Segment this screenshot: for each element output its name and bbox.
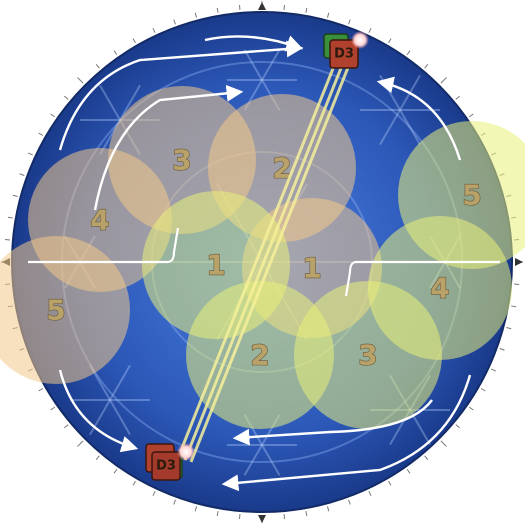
west-guide-line	[28, 227, 180, 264]
yellow-aoe-label: 1	[206, 249, 225, 282]
east-marker-icon	[515, 258, 523, 266]
tick-mark	[7, 216, 13, 219]
tick-mark	[480, 388, 486, 392]
tick-mark	[38, 132, 44, 136]
tick-mark	[113, 468, 118, 474]
sparkle-icon	[351, 31, 369, 49]
tick-mark	[216, 511, 219, 517]
tick-mark	[326, 12, 330, 18]
tick-mark	[455, 424, 460, 429]
marker-bottom: D3	[145, 443, 195, 481]
tick-mark	[455, 95, 460, 100]
tick-mark	[326, 506, 330, 512]
tick-mark	[152, 491, 156, 497]
marker-red-icon	[329, 39, 359, 69]
tick-mark	[113, 50, 118, 56]
tick-mark	[12, 194, 18, 198]
tick-mark	[348, 499, 351, 505]
orange-aoe-label: 3	[172, 144, 191, 177]
arrow-sw-icon	[58, 369, 139, 453]
tick-mark	[305, 7, 308, 13]
tick-mark	[173, 19, 176, 25]
yellow-aoe-circle	[186, 281, 334, 429]
tick-mark	[424, 455, 429, 460]
arrow-se-inner-icon	[232, 399, 433, 446]
tick-mark	[368, 491, 372, 497]
tethers	[176, 55, 353, 463]
tick-mark	[216, 7, 219, 13]
orange-aoe-label: 4	[90, 204, 109, 237]
tick-mark	[64, 95, 69, 100]
tick-mark	[38, 388, 44, 392]
yellow-aoe-label: 2	[250, 339, 269, 372]
arrow-ne-icon	[376, 76, 462, 161]
tick-mark	[424, 64, 429, 69]
south-marker-icon	[258, 515, 266, 523]
tick-mark	[440, 440, 447, 447]
yellow-aoe-circle	[398, 121, 525, 269]
north-marker-icon	[258, 2, 266, 10]
yellow-aoe-label: 5	[462, 179, 481, 212]
orange-aoe-circle	[0, 236, 130, 384]
tick-mark	[64, 424, 69, 429]
guide-lines	[28, 227, 500, 297]
tick-mark	[491, 368, 497, 372]
arrow-nw-inner-icon	[93, 84, 244, 211]
east-guide-line	[344, 260, 500, 297]
tick-mark	[132, 38, 136, 44]
arrow-top-icon	[204, 35, 304, 52]
tick-mark	[173, 499, 176, 505]
tick-mark	[194, 506, 198, 512]
aoe-layer: 1 2 3 4 5 1 2 3 4 5	[0, 86, 525, 429]
marker-label: D3	[334, 47, 354, 62]
tick-mark	[95, 64, 100, 69]
tick-mark	[499, 348, 505, 351]
tick-mark	[77, 440, 84, 447]
tick-mark	[406, 50, 411, 56]
marker-top: D3	[323, 31, 369, 69]
tick-mark	[27, 152, 33, 156]
marker-label: D3	[156, 459, 176, 474]
tick-mark	[368, 27, 372, 33]
arrow-se-icon	[221, 374, 472, 492]
tick-mark	[305, 511, 308, 517]
tick-mark	[77, 77, 84, 84]
orange-aoe-label: 2	[272, 152, 291, 185]
tick-mark	[506, 326, 512, 330]
tick-mark	[388, 480, 392, 486]
tick-mark	[468, 406, 474, 411]
tick-mark	[152, 27, 156, 33]
tether-line	[176, 55, 340, 459]
tick-mark	[194, 12, 198, 18]
orange-aoe-label: 5	[46, 294, 65, 327]
tether-line	[183, 57, 347, 461]
sparkle-icon	[177, 443, 195, 461]
orange-aoe-label: 1	[302, 252, 321, 285]
tick-mark	[95, 455, 100, 460]
yellow-aoe-label: 3	[358, 339, 377, 372]
tick-mark	[19, 173, 25, 176]
tick-mark	[511, 305, 517, 308]
tick-mark	[388, 38, 392, 44]
tick-mark	[50, 113, 56, 118]
yellow-aoe-label: 4	[430, 272, 449, 305]
marker-red-front-icon	[151, 451, 181, 481]
rotation-arrows	[58, 35, 472, 492]
tick-mark	[50, 406, 56, 411]
tick-mark	[440, 77, 447, 84]
tick-mark	[348, 19, 351, 25]
tether-line	[189, 59, 353, 463]
tick-mark	[406, 468, 411, 474]
tick-mark	[132, 480, 136, 486]
tick-mark	[468, 113, 474, 118]
arrow-nw-icon	[58, 40, 304, 151]
